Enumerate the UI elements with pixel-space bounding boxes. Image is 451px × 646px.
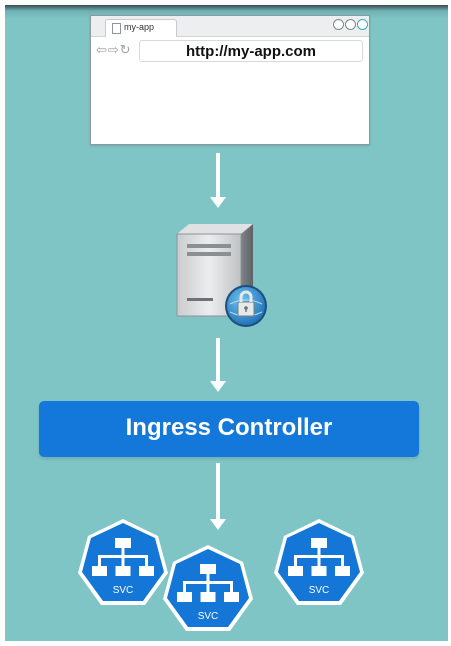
service-node: SVC <box>160 543 256 635</box>
service-label: SVC <box>112 585 134 596</box>
address-url: http://my-app.com <box>186 43 316 60</box>
server-with-lock-icon <box>173 220 273 330</box>
service-hierarchy-icon <box>78 519 168 605</box>
browser-window: my-app ⇦⇨↻ http://my-app.com <box>90 15 370 145</box>
browser-tab-title: my-app <box>124 22 155 32</box>
back-forward-reload-icons[interactable]: ⇦⇨↻ <box>96 43 132 58</box>
ingress-controller-box: Ingress Controller <box>39 401 419 457</box>
close-circle-icon[interactable] <box>357 19 368 30</box>
ingress-controller-label: Ingress Controller <box>125 414 333 441</box>
service-node: SVC <box>271 517 367 609</box>
service-hierarchy-icon <box>163 545 253 631</box>
browser-tab-bar: my-app <box>91 16 369 37</box>
diagram-canvas: my-app ⇦⇨↻ http://my-app.com <box>5 5 448 641</box>
service-node: SVC <box>75 517 171 609</box>
service-hierarchy-icon <box>274 519 364 605</box>
browser-tab[interactable]: my-app <box>105 19 177 37</box>
service-label: SVC <box>308 585 330 596</box>
address-bar[interactable]: http://my-app.com <box>139 40 363 62</box>
service-label: SVC <box>197 611 219 622</box>
maximize-circle-icon[interactable] <box>345 19 356 30</box>
page-icon <box>112 23 121 34</box>
browser-nav-bar: ⇦⇨↻ http://my-app.com <box>91 37 369 65</box>
minimize-circle-icon[interactable] <box>333 19 344 30</box>
